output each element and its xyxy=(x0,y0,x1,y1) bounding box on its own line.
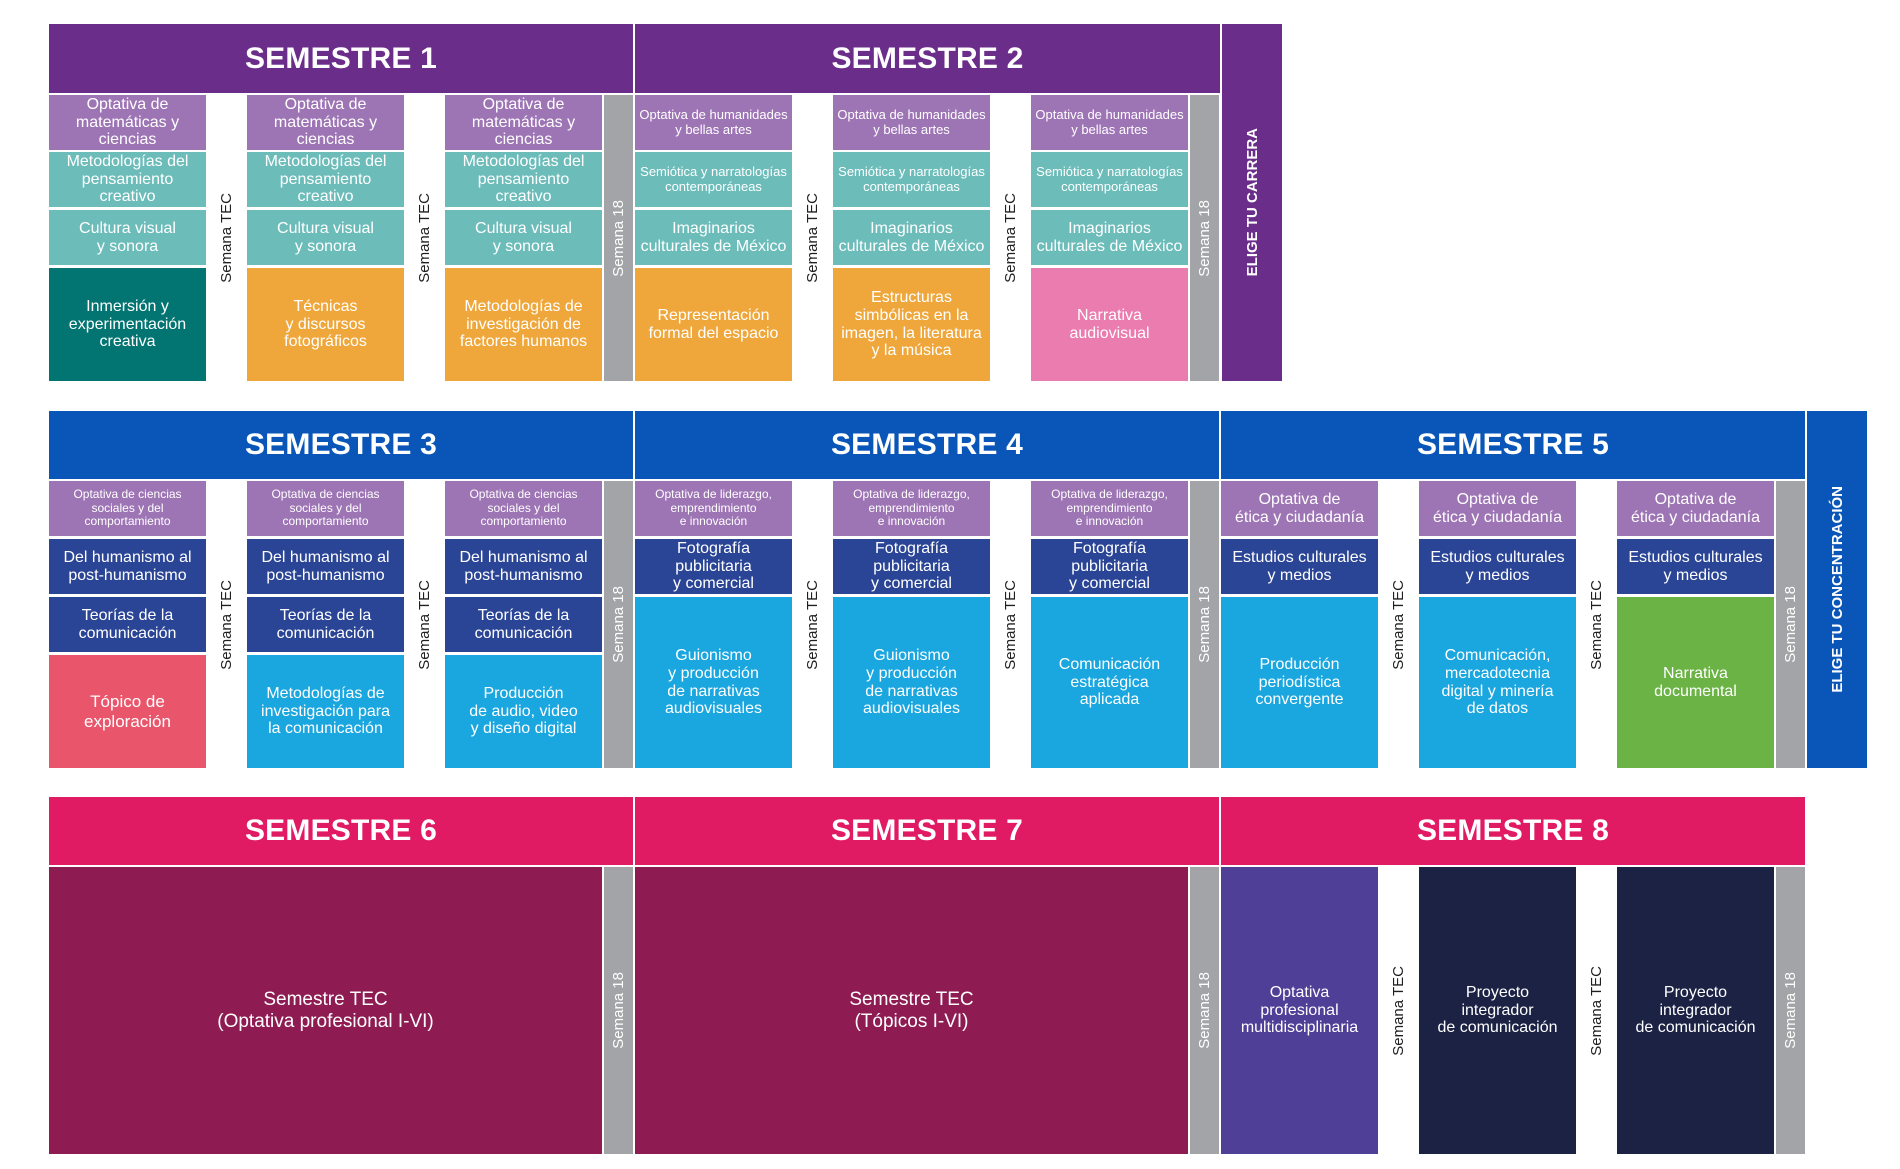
course-cell: Del humanismo al post-humanismo xyxy=(49,539,206,594)
semana-18-label: Semana 18 xyxy=(1190,95,1219,381)
course-cell: Narrativa audiovisual xyxy=(1031,268,1188,381)
course-cell: Semiótica y narratologías contemporáneas xyxy=(635,152,792,207)
semester-8-header: SEMESTRE 8 xyxy=(1221,797,1805,865)
course-cell: Imaginarios culturales de México xyxy=(833,210,990,265)
course-cell: Producción periodística convergente xyxy=(1221,597,1378,768)
course-cell: Inmersión y experimentación creativa xyxy=(49,268,206,381)
course-cell: Teorías de la comunicación xyxy=(49,597,206,652)
course-cell: Imaginarios culturales de México xyxy=(635,210,792,265)
course-cell: Optativa de matemáticas y ciencias xyxy=(49,95,206,150)
course-cell: Tópico de exploración xyxy=(49,655,206,768)
semestre-tec-cell: Semestre TEC (Optativa profesional I-VI) xyxy=(49,867,602,1154)
course-cell: Optativa de ciencias sociales y del comp… xyxy=(445,481,602,536)
semana-tec-label: Semana TEC xyxy=(792,95,832,381)
course-cell: Estructuras simbólicas en la imagen, la … xyxy=(833,268,990,381)
course-cell: Técnicas y discursos fotográficos xyxy=(247,268,404,381)
course-cell: Fotografía publicitaria y comercial xyxy=(833,539,990,594)
elige-tu-carrera-banner: ELIGE TU CARRERA xyxy=(1222,24,1282,381)
course-cell: Semiótica y narratologías contemporáneas xyxy=(833,152,990,207)
semana-tec-label: Semana TEC xyxy=(990,481,1030,768)
course-cell: Guionismo y producción de narrativas aud… xyxy=(635,597,792,768)
course-cell: Estudios culturales y medios xyxy=(1419,539,1576,594)
course-cell: Imaginarios culturales de México xyxy=(1031,210,1188,265)
semana-18-label: Semana 18 xyxy=(604,95,633,381)
semestre-tec-cell: Semestre TEC (Tópicos I-VI) xyxy=(635,867,1188,1154)
semester-3-header: SEMESTRE 3 xyxy=(49,411,633,479)
course-cell: Semiótica y narratologías contemporáneas xyxy=(1031,152,1188,207)
semana-18-label: Semana 18 xyxy=(1190,867,1219,1154)
semester-5-header: SEMESTRE 5 xyxy=(1221,411,1805,479)
course-cell: Optativa de matemáticas y ciencias xyxy=(247,95,404,150)
course-cell: Optativa de humanidades y bellas artes xyxy=(635,95,792,150)
course-cell: Optativa de ética y ciudadanía xyxy=(1617,481,1774,536)
semana-tec-label: Semana TEC xyxy=(1576,481,1616,768)
course-cell: Metodologías del pensamiento creativo xyxy=(49,152,206,207)
semana-tec-label: Semana TEC xyxy=(792,481,832,768)
course-cell: Optativa de ética y ciudadanía xyxy=(1221,481,1378,536)
elige-tu-concentracion-banner: ELIGE TU CONCENTRACIÓN xyxy=(1807,411,1867,768)
semester-4-header: SEMESTRE 4 xyxy=(635,411,1219,479)
semana-18-label: Semana 18 xyxy=(1776,867,1805,1154)
course-cell: Optativa de liderazgo, emprendimiento e … xyxy=(833,481,990,536)
course-cell: Optativa de ética y ciudadanía xyxy=(1419,481,1576,536)
semana-tec-label: Semana TEC xyxy=(1576,867,1616,1154)
course-cell: Del humanismo al post-humanismo xyxy=(247,539,404,594)
course-cell: Cultura visual y sonora xyxy=(247,210,404,265)
course-cell: Optativa de humanidades y bellas artes xyxy=(833,95,990,150)
semester-2-header: SEMESTRE 2 xyxy=(635,24,1220,93)
course-cell: Optativa de humanidades y bellas artes xyxy=(1031,95,1188,150)
course-cell: Optativa de liderazgo, emprendimiento e … xyxy=(635,481,792,536)
semester-1-header: SEMESTRE 1 xyxy=(49,24,633,93)
semana-tec-label: Semana TEC xyxy=(206,95,246,381)
course-cell: Optativa profesional multidisciplinaria xyxy=(1221,867,1378,1154)
semana-tec-label: Semana TEC xyxy=(206,481,246,768)
semana-18-label: Semana 18 xyxy=(1190,481,1219,768)
course-cell: Cultura visual y sonora xyxy=(49,210,206,265)
semana-tec-label: Semana TEC xyxy=(990,95,1030,381)
semana-tec-label: Semana TEC xyxy=(404,95,444,381)
course-cell: Optativa de ciencias sociales y del comp… xyxy=(49,481,206,536)
course-cell: Metodologías del pensamiento creativo xyxy=(247,152,404,207)
course-cell: Metodologías de investigación de factore… xyxy=(445,268,602,381)
course-cell: Metodologías del pensamiento creativo xyxy=(445,152,602,207)
course-cell: Del humanismo al post-humanismo xyxy=(445,539,602,594)
semana-tec-label: Semana TEC xyxy=(1378,481,1418,768)
course-cell: Guionismo y producción de narrativas aud… xyxy=(833,597,990,768)
course-cell: Producción de audio, video y diseño digi… xyxy=(445,655,602,768)
course-cell: Proyecto integrador de comunicación xyxy=(1617,867,1774,1154)
course-cell: Fotografía publicitaria y comercial xyxy=(1031,539,1188,594)
course-cell: Teorías de la comunicación xyxy=(445,597,602,652)
course-cell: Narrativa documental xyxy=(1617,597,1774,768)
course-cell: Optativa de matemáticas y ciencias xyxy=(445,95,602,150)
course-cell: Comunicación estratégica aplicada xyxy=(1031,597,1188,768)
semana-tec-label: Semana TEC xyxy=(1378,867,1418,1154)
semana-18-label: Semana 18 xyxy=(604,481,633,768)
semana-tec-label: Semana TEC xyxy=(404,481,444,768)
course-cell: Fotografía publicitaria y comercial xyxy=(635,539,792,594)
semester-6-header: SEMESTRE 6 xyxy=(49,797,633,865)
semester-7-header: SEMESTRE 7 xyxy=(635,797,1219,865)
course-cell: Comunicación, mercadotecnia digital y mi… xyxy=(1419,597,1576,768)
course-cell: Estudios culturales y medios xyxy=(1617,539,1774,594)
course-cell: Optativa de liderazgo, emprendimiento e … xyxy=(1031,481,1188,536)
course-cell: Metodologías de investigación para la co… xyxy=(247,655,404,768)
course-cell: Optativa de ciencias sociales y del comp… xyxy=(247,481,404,536)
course-cell: Proyecto integrador de comunicación xyxy=(1419,867,1576,1154)
course-cell: Teorías de la comunicación xyxy=(247,597,404,652)
semana-18-label: Semana 18 xyxy=(604,867,633,1154)
course-cell: Estudios culturales y medios xyxy=(1221,539,1378,594)
course-cell: Representación formal del espacio xyxy=(635,268,792,381)
course-cell: Cultura visual y sonora xyxy=(445,210,602,265)
semana-18-label: Semana 18 xyxy=(1776,481,1805,768)
